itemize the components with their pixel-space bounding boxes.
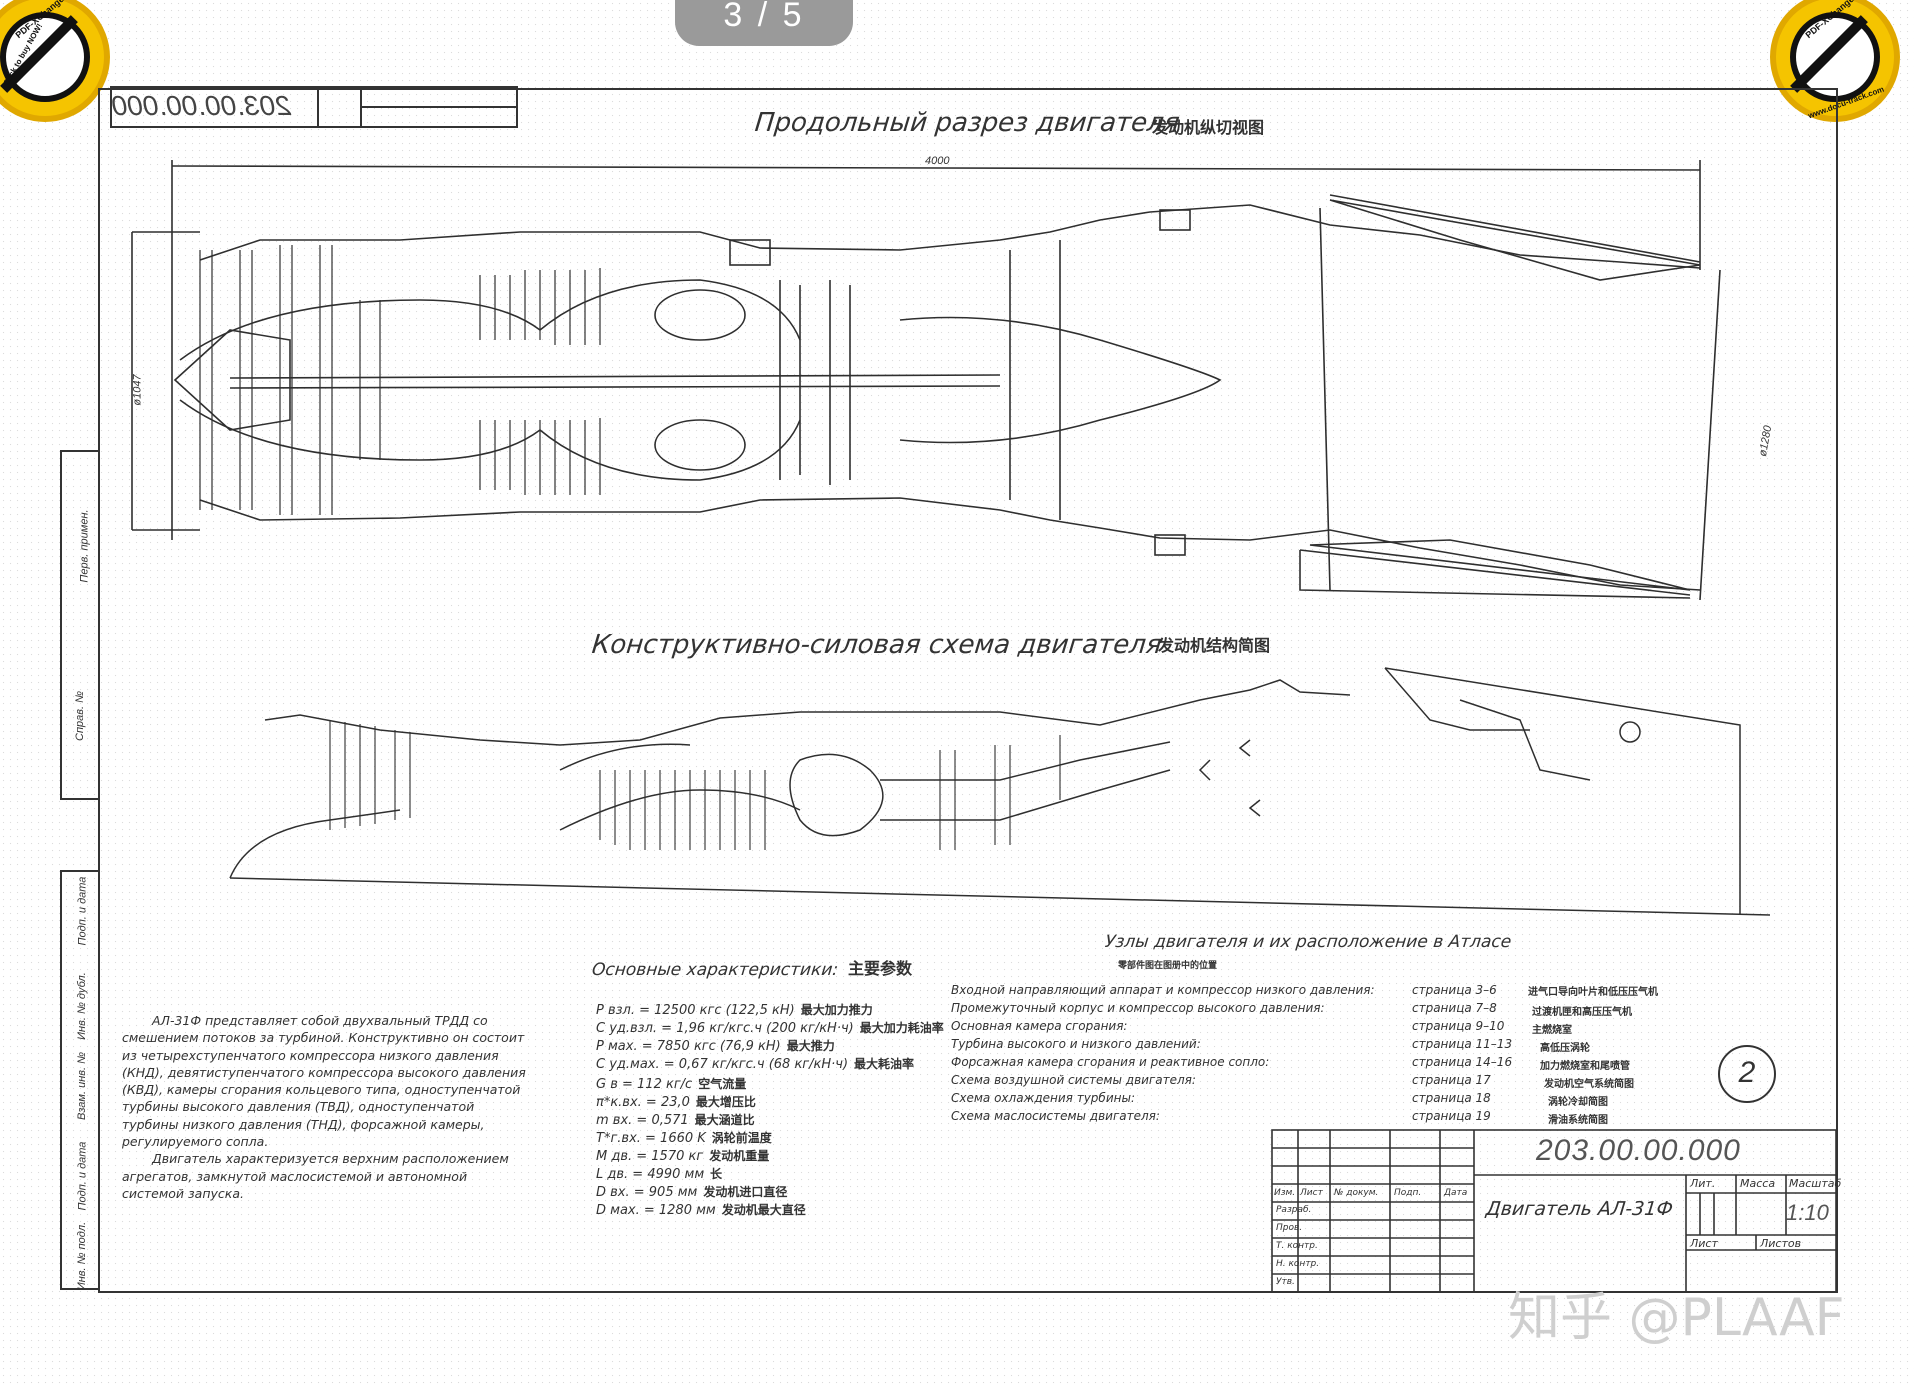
node-cn: 高低压涡轮 xyxy=(1540,1043,1590,1054)
node-page: страница 3–6 xyxy=(1412,983,1497,997)
node-page: страница 11–13 xyxy=(1412,1037,1513,1051)
char-line: P взл. = 12500 кгс (122,5 кН)最大加力推力 xyxy=(596,1003,873,1018)
title-block-col-lit: Лит. xyxy=(1690,1177,1716,1190)
node-cn: 加力燃烧室和尾喷管 xyxy=(1540,1061,1630,1072)
sheet-number: 2 xyxy=(1718,1045,1776,1103)
title-block-sheet: Лист xyxy=(1690,1237,1718,1250)
char-line: C уд.мах. = 0,67 кг/кгс.ч (68 кг/кН·ч)最大… xyxy=(596,1057,915,1072)
node-item: Входной направляющий аппарат и компрессо… xyxy=(951,983,1375,997)
node-cn: 过渡机匣和高压压气机 xyxy=(1532,1007,1632,1018)
node-page: страница 14–16 xyxy=(1412,1055,1513,1069)
node-page: страница 9–10 xyxy=(1412,1019,1505,1033)
title-block-row: Подп. xyxy=(1394,1188,1422,1198)
title-block-name: Двигатель АЛ-31Ф xyxy=(1484,1198,1674,1220)
title-block-col-mass: Масса xyxy=(1740,1177,1776,1190)
title-block-row: Дата xyxy=(1444,1188,1468,1198)
node-cn: 发动机空气系统简图 xyxy=(1544,1079,1634,1090)
node-item: Схема воздушной системы двигателя: xyxy=(951,1073,1196,1087)
page-indicator: 3 / 5 xyxy=(675,0,853,46)
node-item: Основная камера сгорания: xyxy=(951,1019,1128,1033)
node-page: страница 7–8 xyxy=(1412,1001,1497,1015)
node-item: Форсажная камера сгорания и реактивное с… xyxy=(951,1055,1270,1069)
pdf-xchange-badge-left[interactable]: PDF-XChange Viewer Click to buy NOW! xyxy=(0,0,110,122)
node-item: Схема охлаждения турбины: xyxy=(951,1091,1135,1105)
dim-length: 4000 xyxy=(925,155,950,167)
node-item: Промежуточный корпус и компрессор высоко… xyxy=(951,1001,1325,1015)
node-page: страница 18 xyxy=(1412,1091,1491,1105)
node-item: Турбина высокого и низкого давлений: xyxy=(951,1037,1201,1051)
left-margin-box-top xyxy=(60,450,100,800)
node-item: Схема маслосистемы двигателя: xyxy=(951,1109,1160,1123)
pdf-xchange-badge-right[interactable]: PDF-XChange Viewer www.docu-track.com xyxy=(1770,0,1900,122)
node-cn: 进气口导向叶片和低压压气机 xyxy=(1528,987,1658,998)
description-paragraph: АЛ-31Ф представляет собой двухвальный ТР… xyxy=(122,1013,526,1150)
node-cn: 滑油系统简图 xyxy=(1548,1115,1608,1126)
title-block-scale: 1:10 xyxy=(1786,1200,1829,1225)
top-code-box xyxy=(110,86,518,128)
nodes-title-cn: 零部件图在图册中的位置 xyxy=(1118,960,1218,970)
node-cn: 主燃烧室 xyxy=(1532,1025,1572,1036)
node-page: страница 19 xyxy=(1412,1109,1491,1123)
description-paragraph: Двигатель характеризуется верхним распол… xyxy=(122,1151,509,1201)
scheme-title-cn: 发动机结构简图 xyxy=(1158,638,1271,655)
char-line: C уд.взл. = 1,96 кг/кгс.ч (200 кг/кН·ч)最… xyxy=(596,1021,944,1036)
characteristics-title-cn: 主要参数 xyxy=(848,961,913,978)
left-margin-box-bottom xyxy=(60,870,100,1290)
section-title-cn: 发动机纵切视图 xyxy=(1152,120,1265,137)
title-block-row: Изм. xyxy=(1274,1188,1296,1198)
title-block-row: Утв. xyxy=(1276,1277,1295,1287)
title-block-row: Н. контр. xyxy=(1276,1259,1320,1269)
title-block-row: Т. контр. xyxy=(1276,1241,1318,1251)
title-block-row: Разраб. xyxy=(1276,1205,1312,1215)
title-block-row: Лист xyxy=(1300,1188,1323,1198)
title-block-row: № докум. xyxy=(1334,1188,1379,1198)
zhihu-watermark: 知乎 @PLAAF xyxy=(1508,1288,1845,1348)
title-block-code: 203.00.00.000 xyxy=(1536,1134,1741,1167)
node-page: страница 17 xyxy=(1412,1073,1491,1087)
engine-description: АЛ-31Ф представляет собой двухвальный ТР… xyxy=(122,1012,532,1202)
title-block-col-scale: Масштаб xyxy=(1789,1177,1842,1190)
char-line: P мах. = 7850 кгс (76,9 кН)最大推力 xyxy=(596,1039,835,1054)
title-block-sheets: Листов xyxy=(1760,1237,1802,1250)
title-block-row: Пров. xyxy=(1276,1223,1303,1233)
node-cn: 涡轮冷却简图 xyxy=(1548,1097,1608,1108)
